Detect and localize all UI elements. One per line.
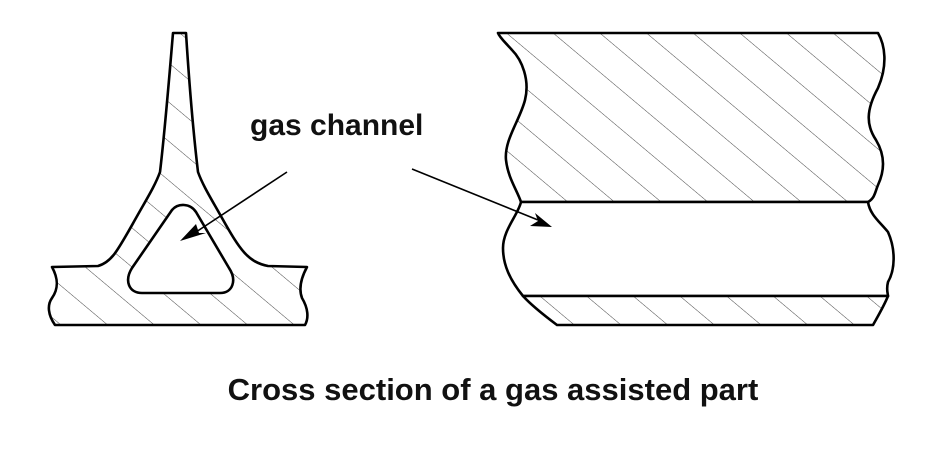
arrowhead-left-icon bbox=[180, 224, 206, 241]
wall-lower-hatched bbox=[521, 294, 890, 327]
wall-upper-hatched bbox=[496, 31, 886, 204]
rib-cross-section bbox=[47, 31, 309, 327]
leader-left bbox=[180, 171, 288, 241]
leader-line-right bbox=[411, 168, 539, 221]
leader-line-left bbox=[192, 171, 288, 235]
gas-channel-triangle bbox=[126, 203, 235, 295]
leader-right bbox=[411, 168, 552, 227]
wall-cross-section bbox=[496, 31, 895, 327]
gas-channel-label: gas channel bbox=[250, 109, 423, 142]
rib-outline bbox=[47, 31, 309, 327]
gas-channel-horizontal bbox=[501, 200, 895, 298]
diagram-caption: Cross section of a gas assisted part bbox=[228, 372, 759, 407]
arrowhead-right-icon bbox=[530, 213, 552, 227]
